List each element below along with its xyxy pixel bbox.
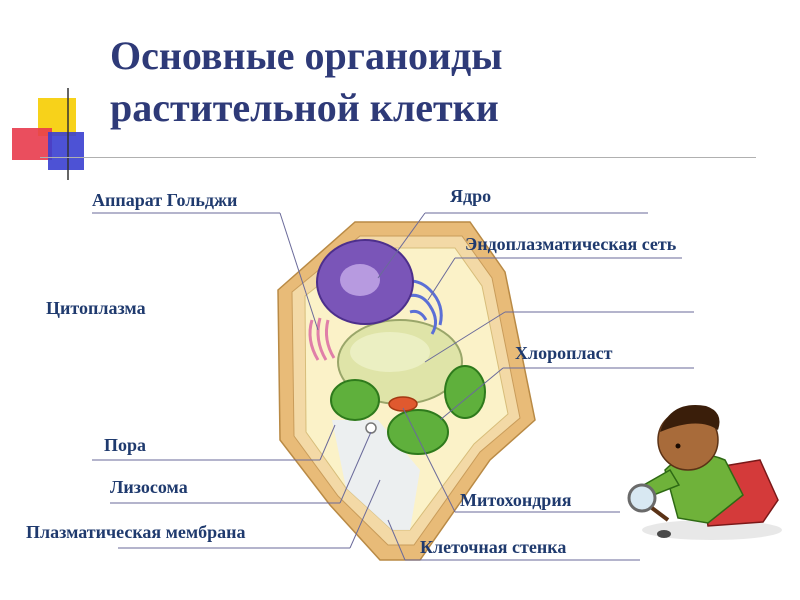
- label-chloroplast: Хлоропласт: [515, 343, 612, 364]
- label-nucleus: Ядро: [450, 186, 491, 207]
- bug: [657, 530, 671, 538]
- child-eye: [676, 444, 681, 449]
- child-illustration: [629, 405, 782, 540]
- label-cell-wall: Клеточная стенка: [420, 537, 566, 558]
- chloroplast-1: [331, 380, 379, 420]
- magnifier-handle: [652, 508, 668, 520]
- label-membrane: Плазматическая мембрана: [26, 522, 246, 543]
- magnifier-lens: [629, 485, 655, 511]
- chloroplast-3: [388, 410, 448, 454]
- label-lysosome: Лизосома: [110, 477, 188, 498]
- vacuole-highlight: [350, 332, 430, 372]
- chloroplast-2: [445, 366, 485, 418]
- label-golgi: Аппарат Гольджи: [92, 190, 237, 211]
- nucleolus: [340, 264, 380, 296]
- lysosome: [366, 423, 376, 433]
- label-cytoplasm: Цитоплазма: [46, 298, 146, 319]
- label-pore: Пора: [104, 435, 146, 456]
- label-mitochondria: Митохондрия: [460, 490, 571, 511]
- label-er: Эндоплазматическая сеть: [465, 234, 676, 255]
